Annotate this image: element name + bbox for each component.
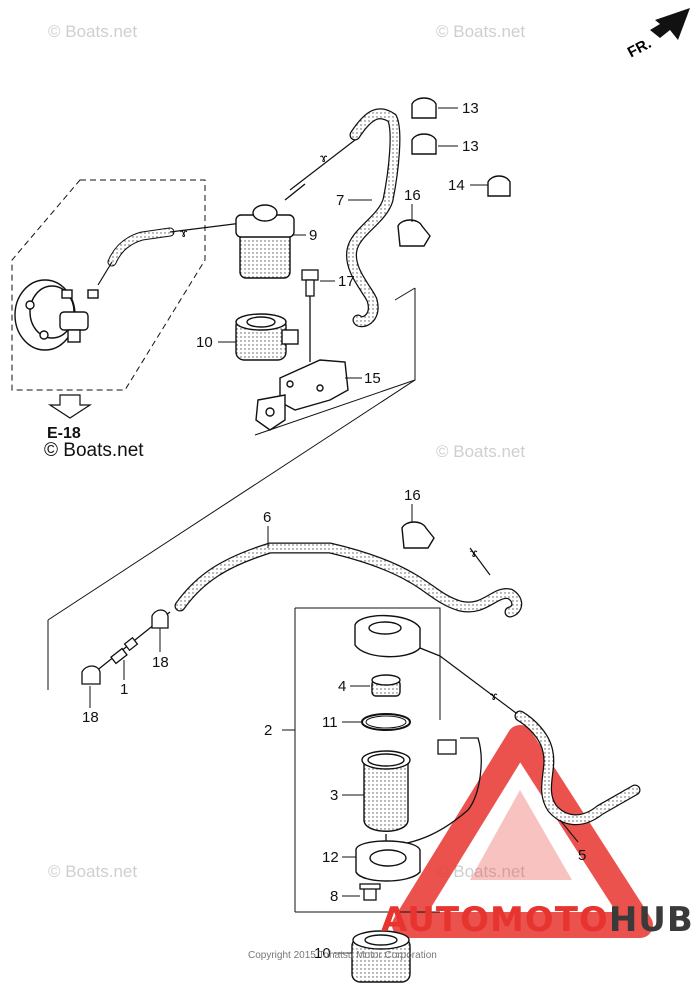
callout-label: 10 bbox=[314, 945, 331, 962]
group-frame-line bbox=[47, 379, 416, 621]
clip-symbol: ɤ bbox=[320, 151, 328, 165]
hose-part bbox=[347, 109, 400, 326]
leader-line bbox=[469, 547, 491, 576]
callout-label: 15 bbox=[364, 370, 381, 387]
o-ring-part bbox=[365, 715, 407, 729]
clip-symbol: ɤ bbox=[180, 226, 188, 240]
leader-line bbox=[97, 261, 113, 286]
fuel-pump-part bbox=[14, 279, 99, 351]
filter-holder-part bbox=[351, 930, 411, 983]
hose-part bbox=[175, 543, 521, 617]
watermark: © Boats.net bbox=[436, 22, 526, 41]
bolt-part bbox=[359, 883, 381, 901]
hose-part bbox=[515, 711, 640, 824]
callout-label: 12 bbox=[322, 849, 339, 866]
callout-label: 9 bbox=[309, 227, 317, 244]
leader-line bbox=[439, 655, 521, 717]
watermark: © Boats.net bbox=[436, 442, 526, 461]
callout-label: 5 bbox=[578, 847, 586, 864]
bolt-part bbox=[301, 269, 319, 362]
dashed-group-frame bbox=[11, 179, 206, 391]
front-direction-arrow bbox=[650, 8, 690, 40]
clip-symbol: ɤ bbox=[470, 546, 478, 560]
callout-label: 1 bbox=[120, 681, 128, 698]
callout-label: 6 bbox=[263, 509, 271, 526]
hose bbox=[108, 228, 174, 266]
brand-triangle-logo bbox=[392, 725, 653, 938]
callout-label: 16 bbox=[404, 187, 421, 204]
callout-leaders bbox=[89, 107, 579, 954]
leader-line bbox=[289, 139, 356, 191]
watermark: © Boats.net bbox=[48, 22, 138, 41]
mounting-plate-part bbox=[355, 840, 421, 882]
callout-label: 11 bbox=[322, 714, 338, 731]
filter-holder-part bbox=[235, 313, 299, 361]
callout-label: 18 bbox=[82, 709, 99, 726]
group-frame-line bbox=[295, 607, 441, 720]
connector-part bbox=[437, 739, 457, 755]
watermark: © Boats.net bbox=[436, 862, 526, 881]
copyright-label: © Boats.net bbox=[44, 440, 144, 461]
watermark: © Boats.net bbox=[48, 862, 138, 881]
clip-part bbox=[397, 97, 511, 247]
brand-text-part2: HUB bbox=[608, 900, 694, 940]
callout-label: 8 bbox=[330, 888, 338, 905]
callout-label: 4 bbox=[338, 678, 346, 695]
reference-label: E-18 bbox=[47, 425, 81, 442]
clip-symbol: ɤ bbox=[490, 689, 498, 703]
joint-part bbox=[81, 609, 171, 685]
callout-label: 16 bbox=[404, 487, 421, 504]
callout-label: 17 bbox=[338, 273, 355, 290]
callout-label: 13 bbox=[462, 138, 479, 155]
callout-label: 2 bbox=[264, 722, 272, 739]
fuel-filter-part bbox=[235, 183, 306, 279]
callout-label: 7 bbox=[336, 192, 344, 209]
callout-label: 18 bbox=[152, 654, 169, 671]
callout-label: 14 bbox=[448, 177, 465, 194]
hose-part bbox=[174, 542, 523, 618]
filter-head-part bbox=[354, 614, 441, 658]
bracket-plate-part bbox=[255, 359, 349, 431]
filter-cup-part bbox=[361, 750, 411, 832]
callout-label: 13 bbox=[462, 100, 479, 117]
seal-part bbox=[371, 674, 401, 697]
front-direction-label: FR. bbox=[625, 35, 654, 61]
footer-copyright: Copyright 2015 Tohatsu Motor Corporation bbox=[248, 950, 437, 961]
group-frame-line bbox=[394, 287, 416, 301]
callout-label: 3 bbox=[330, 787, 338, 804]
reference-arrow bbox=[47, 394, 93, 419]
brand-logo: AUTOMOTOHUB bbox=[381, 900, 694, 940]
callout-label: 10 bbox=[196, 334, 213, 351]
clip-part bbox=[401, 521, 435, 549]
brand-text-part1: AUTOMOTO bbox=[381, 900, 609, 940]
